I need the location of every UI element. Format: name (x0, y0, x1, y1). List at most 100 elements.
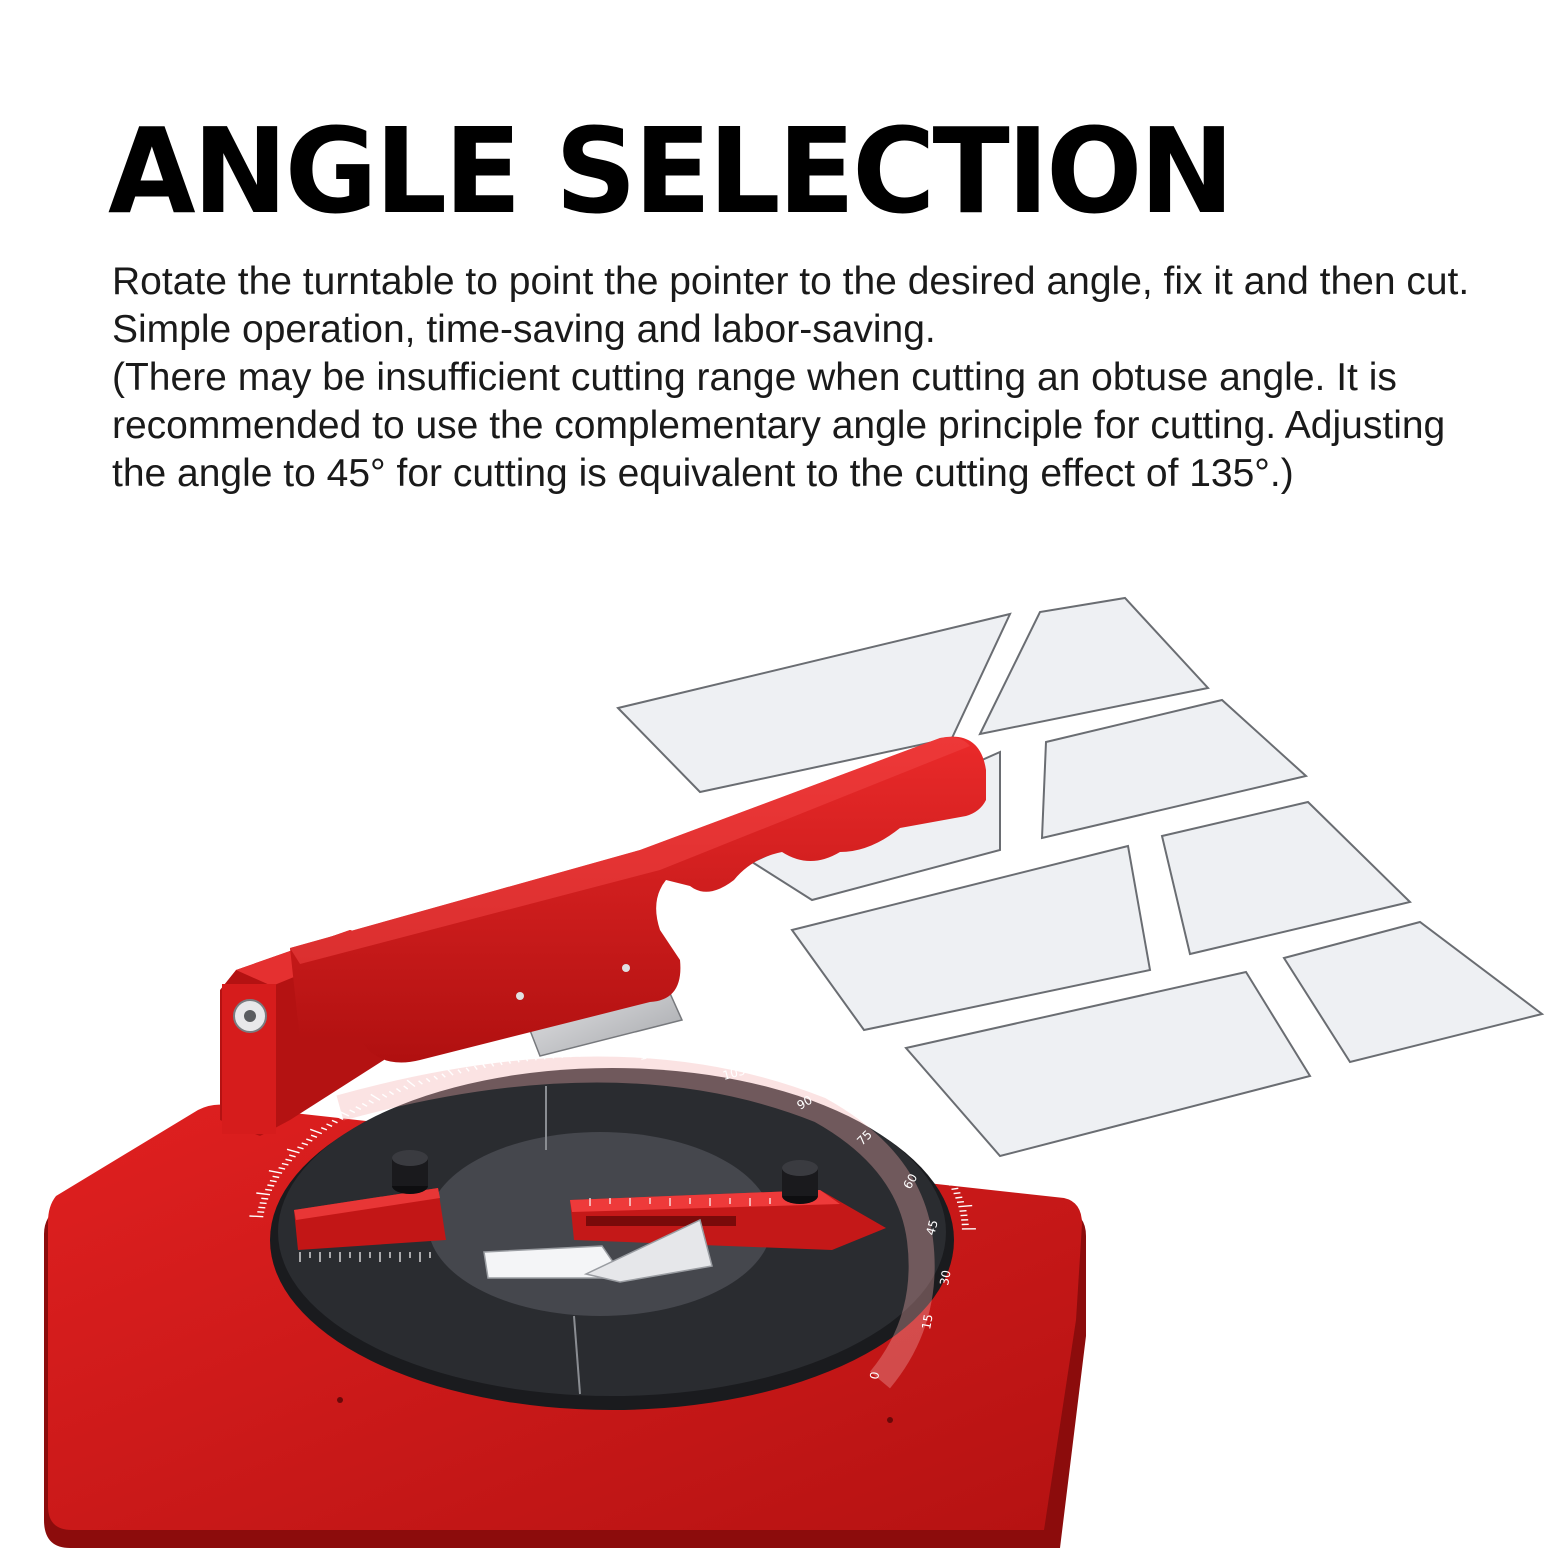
scale-tick (693, 1056, 697, 1062)
description: Rotate the turntable to point the pointe… (112, 258, 1472, 498)
scale-tick (551, 1054, 555, 1059)
scale-tick (890, 1120, 902, 1127)
scale-tick (958, 1204, 973, 1208)
base-screw-hole-2 (887, 1417, 893, 1423)
scale-tick (320, 1127, 328, 1131)
scale-tick (499, 1060, 503, 1066)
scale-tick (895, 1126, 902, 1130)
scale-tick (791, 1073, 800, 1082)
scale-tick (719, 1060, 723, 1065)
scale-tick (861, 1102, 872, 1110)
scale-tick (337, 1116, 344, 1120)
scale-tick (306, 1138, 313, 1142)
scale-tick (326, 1123, 333, 1127)
scale-tick (525, 1057, 529, 1062)
scale-tick (951, 1187, 959, 1190)
scale-tick (884, 1118, 891, 1123)
page-title: ANGLE SELECTION (108, 102, 1234, 240)
scale-tick (268, 1170, 283, 1174)
scale-tick (650, 1053, 653, 1058)
scale-tick (516, 1058, 520, 1063)
scale-tick (821, 1087, 827, 1092)
scale-tick (943, 1174, 951, 1178)
scale-tick (931, 1157, 938, 1161)
scale-tick (828, 1087, 838, 1095)
scale-tick (269, 1179, 277, 1183)
scale-tick (258, 1206, 266, 1209)
sample-piece-2 (978, 596, 1210, 736)
scale-tick (388, 1090, 395, 1096)
scale-tick (953, 1192, 961, 1195)
scale-label-105: 105 (721, 1063, 747, 1082)
scale-tick (959, 1210, 967, 1212)
scale-tick (310, 1134, 318, 1138)
scale-tick (301, 1142, 309, 1146)
scale-tick (272, 1175, 280, 1179)
scale-tick (286, 1148, 300, 1154)
scale-tick (841, 1096, 848, 1101)
scale-tick (879, 1115, 886, 1120)
scale-tick (406, 1079, 416, 1088)
scale-tick (587, 1052, 590, 1057)
pointer-ruler (589, 1198, 771, 1206)
scale-tick (867, 1108, 874, 1113)
scale-tick (848, 1098, 854, 1104)
rivet-icon (516, 992, 524, 1000)
scale-tick (331, 1119, 338, 1124)
scale-tick (457, 1069, 462, 1074)
scale-tick (702, 1057, 706, 1063)
scale-tick (641, 1052, 644, 1057)
scale-tick (403, 1085, 409, 1090)
cutter-illustration-svg: 0 15 30 45 60 75 90 105 120 135 150 (44, 596, 1545, 1548)
scale-tick (261, 1197, 269, 1200)
scale-tick (297, 1146, 304, 1150)
scale-tick (934, 1160, 948, 1165)
scale-tick (278, 1167, 286, 1170)
scale-tick (900, 1129, 907, 1134)
scale-tick (814, 1084, 819, 1089)
scale-tick (349, 1109, 356, 1114)
scale-tick (776, 1072, 781, 1078)
scale-tick (560, 1053, 564, 1058)
scale-tick (446, 1067, 454, 1076)
scale-tick (281, 1162, 289, 1166)
scale-tick (919, 1145, 926, 1149)
scale-tick (425, 1077, 431, 1083)
sample-piece-5 (1160, 800, 1412, 956)
sample-pieces (616, 596, 1545, 1158)
scale-tick (905, 1133, 912, 1138)
scale-tick (799, 1079, 805, 1085)
rivet-icon (622, 964, 630, 972)
scale-tick (736, 1063, 740, 1068)
scale-tick (835, 1093, 841, 1098)
sample-piece-6 (790, 844, 1152, 1032)
scale-tick (949, 1182, 963, 1186)
left-fence-ruler (299, 1252, 431, 1262)
scale-label-0: 0 (867, 1371, 882, 1381)
scale-tick (937, 1166, 945, 1169)
left-fence (294, 1188, 446, 1262)
scale-tick (784, 1074, 789, 1080)
scale-tick (473, 1065, 478, 1071)
product-illustration: 0 15 30 45 60 75 90 105 120 135 150 (0, 580, 1568, 1568)
scale-tick (289, 1154, 296, 1158)
scale-tick (956, 1201, 964, 1203)
sample-piece-7 (1282, 920, 1545, 1064)
scale-tick (955, 1196, 963, 1199)
scale-label-150: 150 (469, 1047, 493, 1063)
scale-tick (542, 1055, 546, 1060)
sample-piece-3 (1040, 698, 1309, 840)
scale-label-30: 30 (937, 1269, 953, 1286)
scale-tick (923, 1149, 930, 1153)
scale-tick (752, 1063, 760, 1072)
scale-tick (532, 1052, 537, 1061)
scale-label-45: 45 (923, 1218, 940, 1236)
base-screw-hole-1 (337, 1397, 343, 1403)
angle-pointer (570, 1190, 886, 1250)
scale-tick (710, 1055, 717, 1064)
scale-label-15: 15 (919, 1313, 935, 1330)
angle-scale-ticks (249, 1048, 976, 1230)
scale-tick (309, 1128, 323, 1135)
scale-tick (927, 1153, 934, 1157)
